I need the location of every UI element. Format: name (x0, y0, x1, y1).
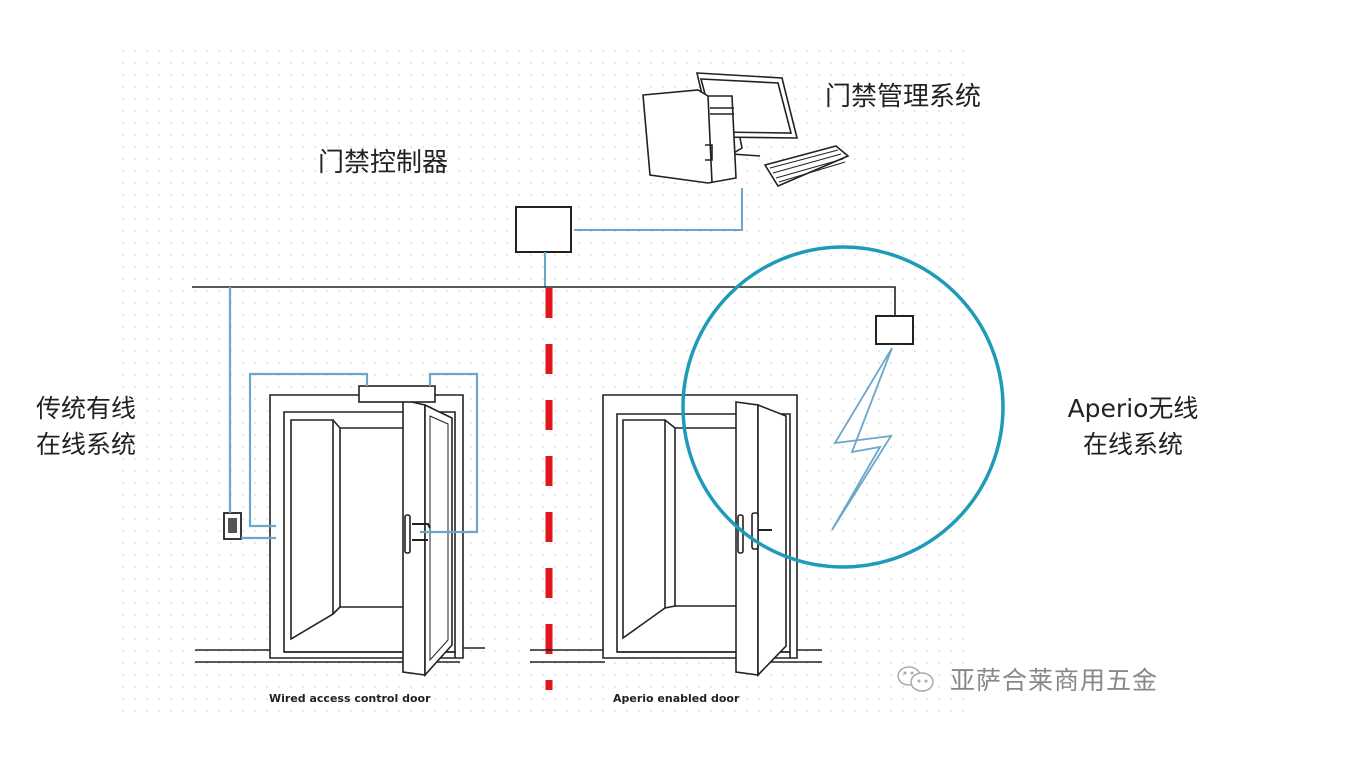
aperio-door (530, 394, 822, 677)
aperio-door-caption: Aperio enabled door (613, 692, 740, 705)
controller-box-icon (515, 206, 572, 253)
wired-door-cabling (228, 287, 479, 540)
aperio-system-label-line2: 在线系统 (1082, 430, 1183, 459)
wired-door (195, 394, 485, 678)
wired-door-caption: Wired access control door (269, 692, 431, 705)
wireless-range-circle (681, 245, 1005, 569)
wechat-icon (897, 666, 934, 692)
door-closer-icon (358, 385, 436, 403)
controller-label: 门禁控制器 (318, 148, 449, 178)
aperio-system-label-line1: Aperio无线 (1067, 394, 1199, 423)
computer-icon (642, 72, 850, 188)
watermark-text: 亚萨合莱商用五金 (950, 666, 1159, 695)
wire-computer-to-controller (574, 188, 743, 231)
dotted-background (115, 44, 973, 716)
wired-system-label-line2: 在线系统 (36, 430, 137, 459)
lightning-icon (831, 347, 893, 531)
card-reader-icon (223, 512, 242, 540)
wired-system-label-line1: 传统有线 (36, 394, 137, 423)
bus-line (192, 286, 896, 316)
management-system-label: 门禁管理系统 (825, 82, 982, 112)
wireless-hub-icon (875, 315, 914, 345)
